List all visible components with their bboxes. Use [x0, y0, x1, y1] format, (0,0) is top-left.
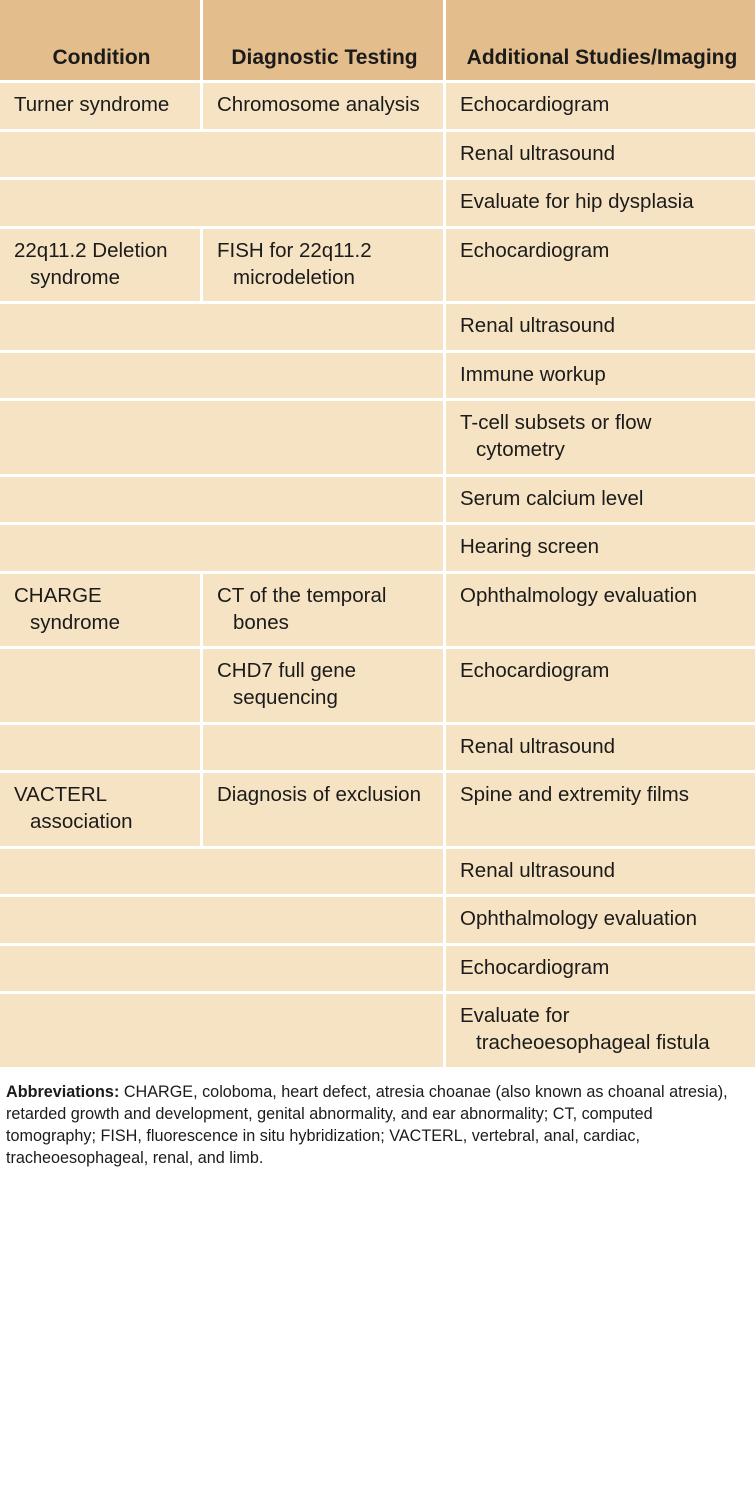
row-additional-studies-cell: Echocardiogram [443, 942, 755, 992]
row-additional-studies-text: Spine and extremity films [460, 783, 690, 807]
row-additional-studies-text: Evaluate for hip dysplasia [460, 190, 694, 214]
row-additional-studies-text: Renal ultrasound [460, 858, 615, 882]
row-additional-studies-cell: Echocardiogram [443, 225, 755, 302]
row-additional-studies-cell: Serum calcium level [443, 473, 755, 523]
row-condition-testing-merged-cell [0, 942, 443, 992]
row-diagnostic-testing-cell: Diagnosis of exclusion [200, 770, 443, 846]
row-diagnostic-testing-text: Chromosome analysis [217, 93, 420, 116]
row-condition-testing-merged-cell [0, 177, 443, 226]
row-additional-studies-text: Echocardiogram [460, 659, 610, 683]
row-condition-testing-merged-cell [0, 522, 443, 572]
row-condition-text: VACTERL association [14, 783, 133, 833]
table-row: Immune workup [0, 349, 755, 399]
row-additional-studies-cell: Renal ultrasound [443, 721, 755, 771]
table-row: Evaluate for hip dysplasia [0, 177, 755, 226]
row-condition-testing-merged-cell [0, 473, 443, 523]
column-header-additional-studies-imaging: Additional Studies/Imaging [443, 0, 755, 80]
row-additional-studies-cell: Renal ultrasound [443, 845, 755, 895]
row-condition-text: CHARGE syndrome [14, 584, 121, 634]
row-condition-testing-merged-cell [0, 991, 443, 1067]
row-diagnostic-testing-text: CT of the temporal bones [217, 584, 387, 634]
column-header-condition: Condition [0, 0, 200, 80]
table-row: T-cell subsets or flow cytometry [0, 398, 755, 474]
row-additional-studies-text: Echocardiogram [460, 93, 610, 116]
column-header-condition-label: Condition [52, 46, 151, 70]
row-condition-text: 22q11.2 Deletion syndrome [14, 238, 168, 289]
abbreviations-text: CHARGE, coloboma, heart defect, atresia … [6, 1082, 728, 1167]
row-additional-studies-text: Renal ultrasound [460, 141, 615, 165]
table-row: Renal ultrasound [0, 128, 755, 178]
row-additional-studies-cell: Renal ultrasound [443, 301, 755, 350]
row-additional-studies-text: Renal ultrasound [460, 314, 615, 338]
row-diagnostic-testing-cell: CT of the temporal bones [200, 571, 443, 647]
row-additional-studies-text: Hearing screen [460, 535, 600, 559]
row-additional-studies-cell: Immune workup [443, 349, 755, 399]
table-header: Condition Diagnostic Testing Additional … [0, 0, 755, 80]
diagnostic-evaluation-table: Condition Diagnostic Testing Additional … [0, 0, 755, 1067]
table-row: Ophthalmology evaluation [0, 894, 755, 943]
table-row: Evaluate for tracheoesophageal fistula [0, 991, 755, 1067]
row-additional-studies-cell: Hearing screen [443, 522, 755, 572]
column-header-additional-studies-imaging-label: Additional Studies/Imaging [466, 46, 738, 70]
column-header-diagnostic-testing-label: Diagnostic Testing [231, 46, 418, 70]
row-additional-studies-text: Immune workup [460, 362, 606, 386]
column-header-diagnostic-testing: Diagnostic Testing [200, 0, 443, 80]
row-additional-studies-text: Serum calcium level [460, 486, 644, 510]
row-additional-studies-text: Echocardiogram [460, 238, 610, 262]
row-additional-studies-cell: Ophthalmology evaluation [443, 571, 755, 647]
row-condition-cell [0, 646, 200, 722]
row-additional-studies-cell: Evaluate for tracheoesophageal fistula [443, 991, 755, 1067]
row-diagnostic-testing-text: FISH for 22q11.2 microdeletion [217, 238, 372, 289]
row-additional-studies-cell: Echocardiogram [443, 646, 755, 722]
row-condition-testing-merged-cell [0, 845, 443, 895]
row-condition-cell [0, 721, 200, 771]
row-condition-testing-merged-cell [0, 349, 443, 399]
row-condition-cell: 22q11.2 Deletion syndrome [0, 225, 200, 302]
table-row: Hearing screen [0, 522, 755, 572]
row-condition-testing-merged-cell [0, 301, 443, 350]
row-additional-studies-cell: Renal ultrasound [443, 128, 755, 178]
table-header-row: Condition Diagnostic Testing Additional … [0, 0, 755, 80]
row-condition-text: Turner syndrome [14, 93, 170, 116]
row-condition-testing-merged-cell [0, 398, 443, 474]
abbreviations-label: Abbreviations: [6, 1082, 120, 1101]
row-additional-studies-text: T-cell subsets or flow cytometry [460, 411, 652, 462]
table-row: VACTERL association Diagnosis of exclusio… [0, 770, 755, 846]
row-diagnostic-testing-cell: FISH for 22q11.2 microdeletion [200, 225, 443, 302]
row-diagnostic-testing-text: CHD7 full gene sequencing [217, 659, 357, 709]
table-row: Renal ultrasound [0, 301, 755, 350]
row-condition-testing-merged-cell [0, 128, 443, 178]
row-condition-cell: CHARGE syndrome [0, 571, 200, 647]
table-row: CHD7 full gene sequencing Echocardiogram [0, 646, 755, 722]
table-row: 22q11.2 Deletion syndrome FISH for 22q11.… [0, 225, 755, 302]
row-additional-studies-text: Ophthalmology evaluation [460, 907, 698, 931]
table-row: Echocardiogram [0, 942, 755, 992]
table-row: Renal ultrasound [0, 845, 755, 895]
diagnostic-evaluation-table-container: Condition Diagnostic Testing Additional … [0, 0, 755, 1067]
row-additional-studies-text: Ophthalmology evaluation [460, 584, 698, 608]
row-diagnostic-testing-cell: Chromosome analysis [200, 80, 443, 129]
row-additional-studies-cell: Ophthalmology evaluation [443, 894, 755, 943]
row-diagnostic-testing-cell: CHD7 full gene sequencing [200, 646, 443, 722]
row-additional-studies-cell: Evaluate for hip dysplasia [443, 177, 755, 226]
row-additional-studies-cell: Echocardiogram [443, 80, 755, 129]
row-additional-studies-text: Echocardiogram [460, 955, 610, 979]
row-condition-testing-merged-cell [0, 894, 443, 943]
row-diagnostic-testing-text: Diagnosis of exclusion [217, 783, 421, 807]
row-condition-cell: VACTERL association [0, 770, 200, 846]
row-additional-studies-text: Renal ultrasound [460, 734, 615, 758]
row-additional-studies-cell: T-cell subsets or flow cytometry [443, 398, 755, 474]
abbreviations-footnote: Abbreviations: CHARGE, coloboma, heart d… [0, 1066, 755, 1179]
table-row: Renal ultrasound [0, 721, 755, 771]
row-additional-studies-text: Evaluate for tracheoesophageal fistula [460, 1004, 710, 1055]
table-row: Serum calcium level [0, 473, 755, 523]
row-diagnostic-testing-cell [200, 721, 443, 771]
row-condition-cell: Turner syndrome [0, 80, 200, 129]
row-additional-studies-cell: Spine and extremity films [443, 770, 755, 846]
table-row: CHARGE syndrome CT of the temporal bones O… [0, 571, 755, 647]
table-row: Turner syndrome Chromosome analysis Echoca… [0, 80, 755, 129]
